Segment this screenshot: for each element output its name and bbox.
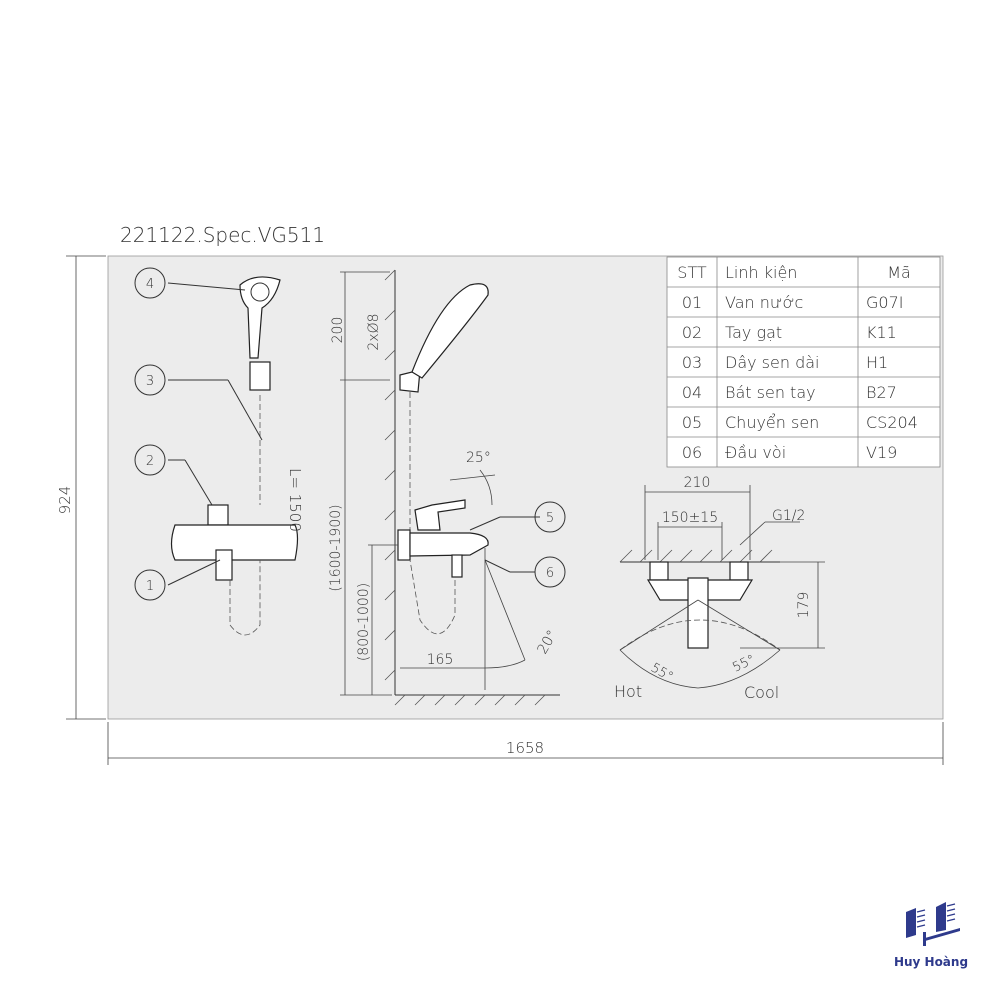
dimension-height-total: 924 <box>56 255 106 720</box>
svg-text:210: 210 <box>684 475 711 491</box>
table-cell: B27 <box>866 383 897 402</box>
table-cell: K11 <box>866 323 897 342</box>
drawing-title: 221122.Spec.VG511 <box>120 223 325 247</box>
table-cell: Tay gạt <box>725 323 782 342</box>
table-cell: Bát sen tay <box>725 383 816 402</box>
table-cell: 06 <box>682 443 702 462</box>
table-cell: Dây sen dài <box>725 353 820 372</box>
svg-text:(800-1000): (800-1000) <box>356 583 372 661</box>
svg-text:5: 5 <box>546 511 554 526</box>
callout-1: 1 <box>134 569 166 601</box>
svg-text:924: 924 <box>56 486 74 515</box>
callout-6: 6 <box>534 556 566 588</box>
table-cell: 02 <box>682 323 702 342</box>
table-header: Mã <box>887 263 911 282</box>
svg-text:Hot: Hot <box>614 682 642 701</box>
table-border <box>666 256 941 468</box>
svg-text:2: 2 <box>146 454 154 469</box>
top-view: 210 150±15 G1/2 179 55° 55° Hot Cool <box>614 475 825 702</box>
svg-text:1658: 1658 <box>506 739 544 757</box>
callout-4: 4 <box>134 267 166 299</box>
table-cell: 04 <box>682 383 702 402</box>
svg-text:G1/2: G1/2 <box>772 508 805 524</box>
table-header: STT <box>677 263 707 282</box>
table-cell: CS204 <box>866 413 918 432</box>
table-cell: Đầu vòi <box>725 443 786 462</box>
svg-text:3: 3 <box>146 374 154 389</box>
svg-text:L= 1500: L= 1500 <box>286 468 304 532</box>
side-view: 200 2xØ8 (1600-1900) (800-1000) 165 20° … <box>328 269 561 706</box>
table-cell: 03 <box>682 353 702 372</box>
svg-text:2xØ8: 2xØ8 <box>366 313 382 350</box>
svg-text:25°: 25° <box>466 450 491 466</box>
svg-text:6: 6 <box>546 566 554 581</box>
callout-5: 5 <box>534 501 566 533</box>
table-header: Linh kiện <box>725 263 797 282</box>
logo: Huy Hoàng <box>894 902 968 969</box>
table-cell: Van nước <box>725 293 803 312</box>
svg-text:1: 1 <box>146 579 154 594</box>
callout-2: 2 <box>134 444 166 476</box>
table-cell: G07I <box>866 293 903 312</box>
svg-text:150±15: 150±15 <box>662 510 718 526</box>
svg-text:Cool: Cool <box>744 683 779 702</box>
dimension-width-total: 1658 <box>107 722 944 765</box>
table-cell: Chuyển sen <box>725 413 819 432</box>
parts-table: STT Linh kiện Mã 01 Van nước G07I 02 Tay gạt K11… <box>666 256 941 468</box>
svg-text:165: 165 <box>427 652 454 668</box>
callout-3: 3 <box>134 364 166 396</box>
table-cell: V19 <box>866 443 897 462</box>
table-cell: 05 <box>682 413 702 432</box>
table-cell: H1 <box>866 353 888 372</box>
svg-text:179: 179 <box>796 592 812 619</box>
svg-text:200: 200 <box>330 317 346 344</box>
svg-text:Huy Hoàng: Huy Hoàng <box>894 955 968 969</box>
svg-text:(1600-1900): (1600-1900) <box>328 504 344 591</box>
svg-text:4: 4 <box>146 277 154 292</box>
front-view: L= 1500 <box>167 276 304 636</box>
table-cell: 01 <box>682 293 702 312</box>
